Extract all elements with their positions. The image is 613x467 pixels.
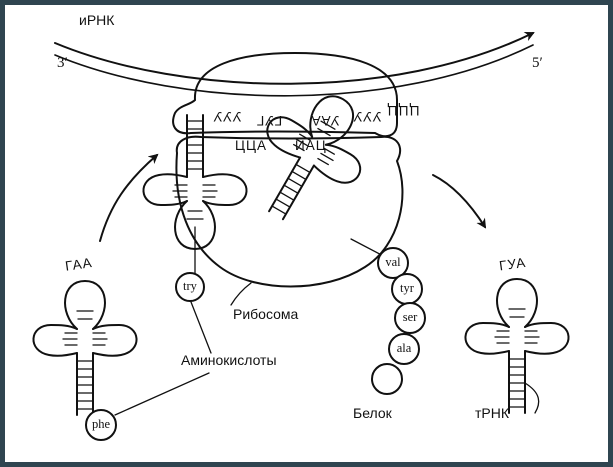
amino-chain-3-label: ser — [403, 310, 418, 324]
ribosome-label: Рибосома — [233, 306, 299, 322]
arrow-outgoing — [432, 174, 487, 229]
amino-chain-1-label: val — [385, 255, 401, 269]
amino-chain-5-circle — [371, 363, 403, 395]
ribosome-large-subunit — [175, 135, 404, 288]
amino-chain-4-circle — [388, 333, 420, 365]
anticodon-right: ИАЦ — [295, 138, 327, 153]
anticodon-outgoing: ГУА — [498, 255, 527, 274]
amino-acids-label: Аминокислоты — [181, 352, 277, 368]
translation-diagram: иРНК 3′ 5′ УУУ ГУГ УАА УУУ ЦЦЦ ЦЦА ИАЦ Г… — [32, 12, 570, 441]
codon-4: УУУ — [353, 109, 382, 124]
mrna-strand — [54, 32, 535, 85]
amino-chain-1-circle — [377, 247, 409, 279]
codon-row: УУУ ГУГ УАА УУУ ЦЦЦ — [213, 103, 420, 128]
mrna-label: иРНК — [79, 12, 115, 28]
amino-chain-3-circle — [394, 302, 426, 334]
amino-try-label: try — [183, 279, 198, 293]
three-prime-label: 3′ — [57, 55, 68, 71]
anticodon-left: ЦЦА — [235, 138, 267, 153]
amino-chain-2-label: tyr — [400, 281, 415, 295]
amino-chain-4-label: ala — [397, 341, 412, 355]
codon-5: ЦЦЦ — [387, 103, 420, 118]
codon-2: ГУГ — [256, 113, 282, 128]
trna-incoming — [32, 280, 138, 416]
protein-label: Белок — [353, 405, 393, 421]
codon-1: УУУ — [213, 109, 242, 124]
five-prime-label: 5′ — [532, 55, 543, 71]
anticodon-incoming: ГАА — [64, 255, 93, 274]
amino-phe-label: phe — [92, 417, 111, 431]
arrow-incoming — [99, 153, 159, 242]
trna-outgoing — [464, 278, 570, 414]
ribosome-small-subunit — [172, 51, 398, 138]
protein-chain: val tyr ser ala — [371, 247, 426, 395]
trna-label: тРНК — [475, 405, 510, 421]
diagram-frame: иРНК 3′ 5′ УУУ ГУГ УАА УУУ ЦЦЦ ЦЦА ИАЦ Г… — [5, 5, 608, 462]
codon-3: УАА — [311, 113, 340, 128]
amino-try-circle — [175, 272, 205, 302]
amino-phe-circle — [85, 409, 117, 441]
